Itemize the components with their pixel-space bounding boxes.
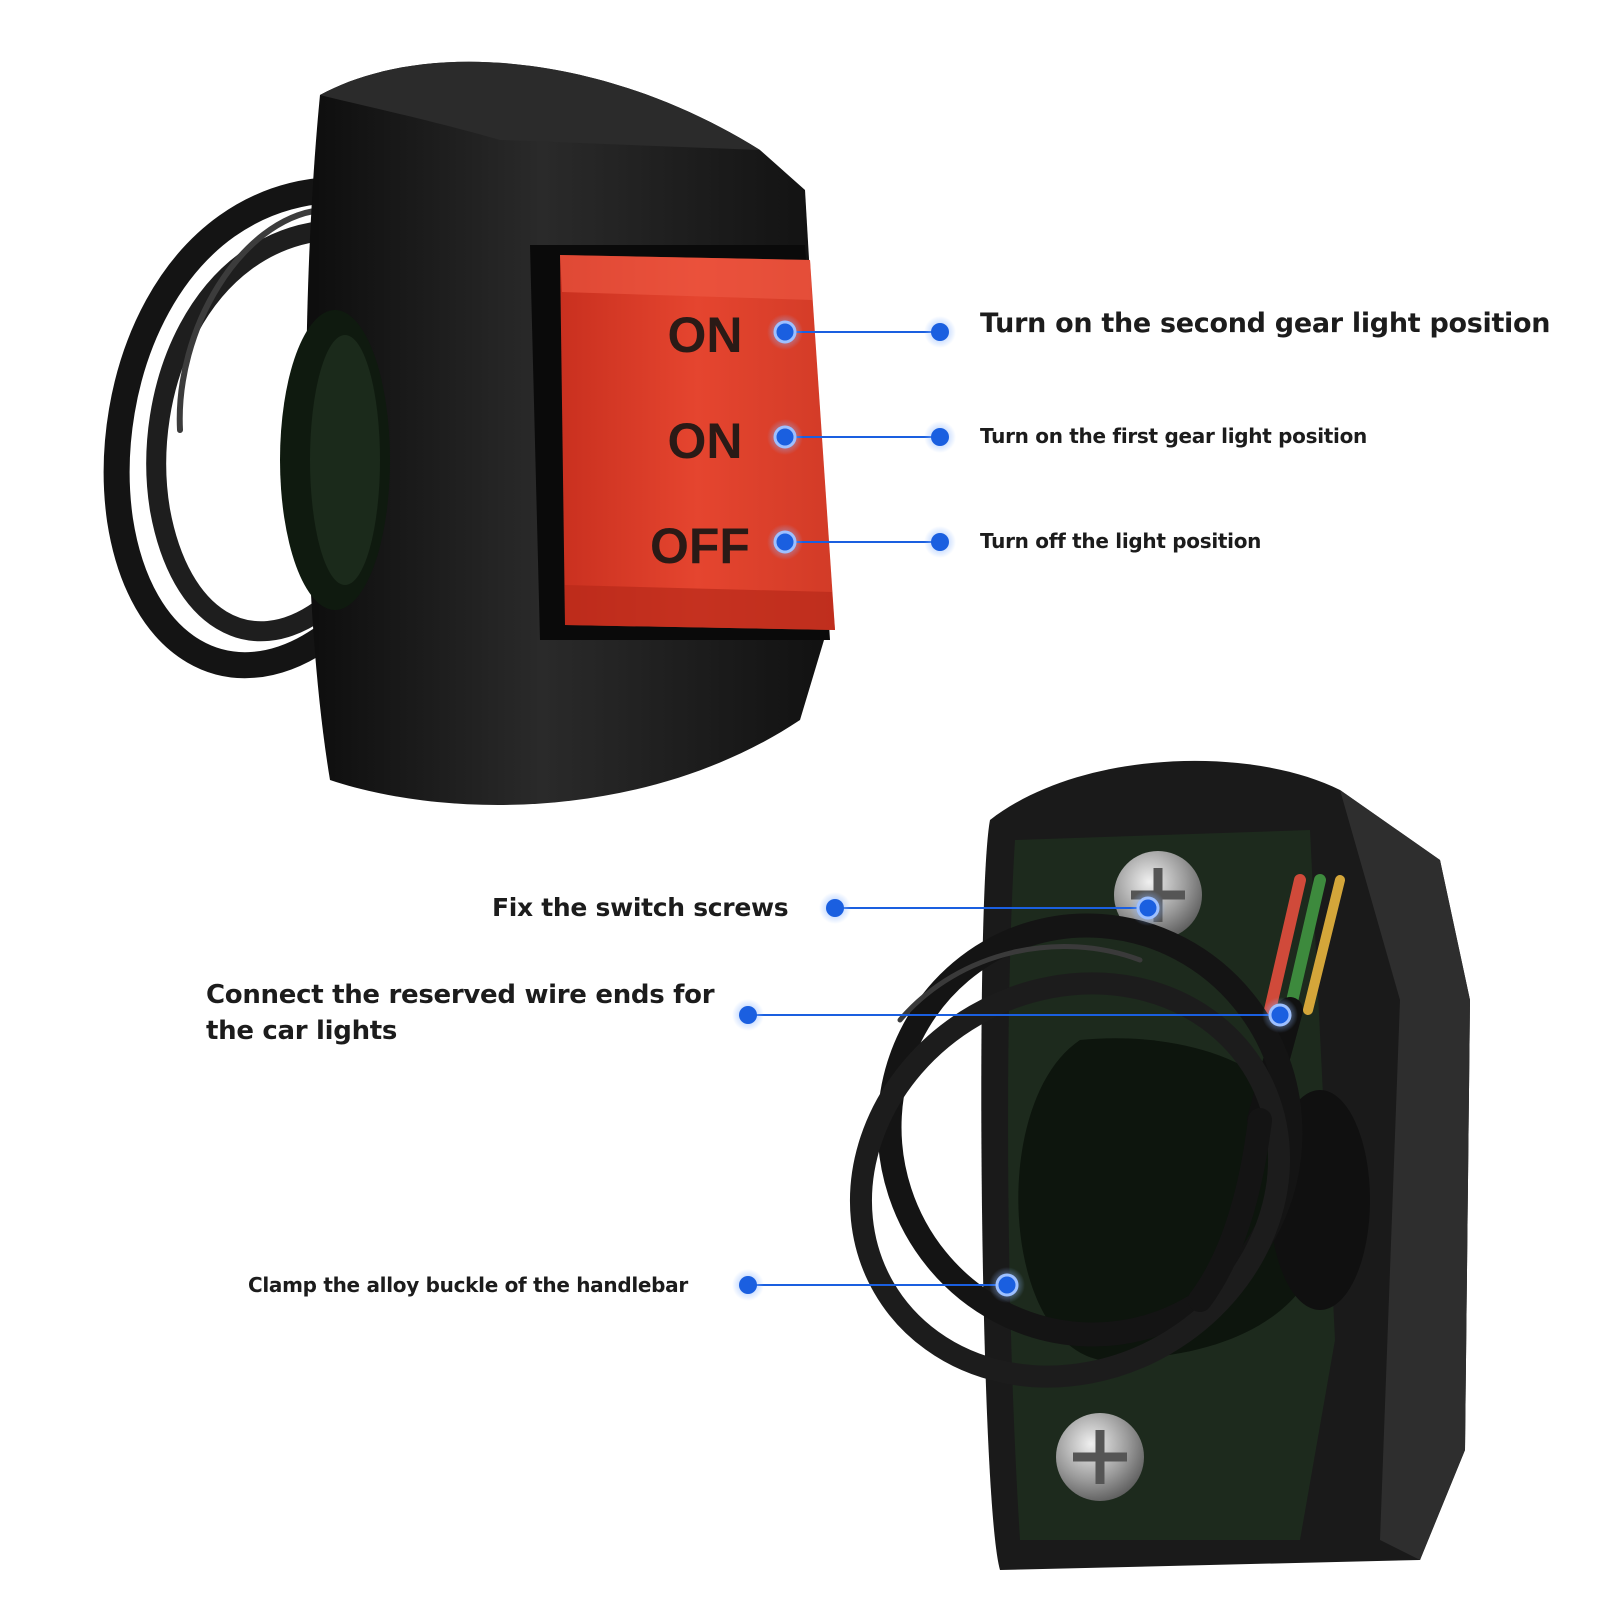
marker-dot <box>1136 896 1160 920</box>
marker-dot <box>773 320 797 344</box>
cable-loop-front <box>103 177 343 679</box>
marker-dot <box>739 1276 757 1294</box>
callout-light-off: Turn off the light position <box>980 529 1262 553</box>
callout-second-gear: Turn on the second gear light position <box>980 308 1551 339</box>
callout-connectors <box>732 314 1298 1303</box>
switch-label-off: OFF <box>650 518 750 574</box>
rocker-switch[interactable] <box>560 255 835 630</box>
marker-dot <box>1268 1003 1292 1027</box>
switch-label-on-top: ON <box>668 307 743 363</box>
switch-front-view: ON ON OFF <box>103 61 835 805</box>
marker-dot <box>931 323 949 341</box>
marker-dot <box>995 1273 1019 1297</box>
callout-wire-ends-line1: Connect the reserved wire ends for <box>206 980 715 1010</box>
switch-rear-view <box>849 760 1470 1570</box>
marker-dot <box>931 533 949 551</box>
callout-wire-ends-line2: the car lights <box>206 1016 398 1046</box>
switch-label-on-middle: ON <box>668 413 743 469</box>
callout-switch-screws: Fix the switch screws <box>492 893 789 922</box>
marker-dot <box>773 530 797 554</box>
phillips-screw-icon <box>1056 1413 1144 1501</box>
marker-dot <box>826 899 844 917</box>
callout-handlebar-clamp: Clamp the alloy buckle of the handlebar <box>248 1273 688 1297</box>
marker-dot <box>739 1006 757 1024</box>
marker-dot <box>773 425 797 449</box>
marker-dot <box>931 428 949 446</box>
callout-first-gear: Turn on the first gear light position <box>980 424 1367 448</box>
housing-top-face <box>320 61 760 150</box>
